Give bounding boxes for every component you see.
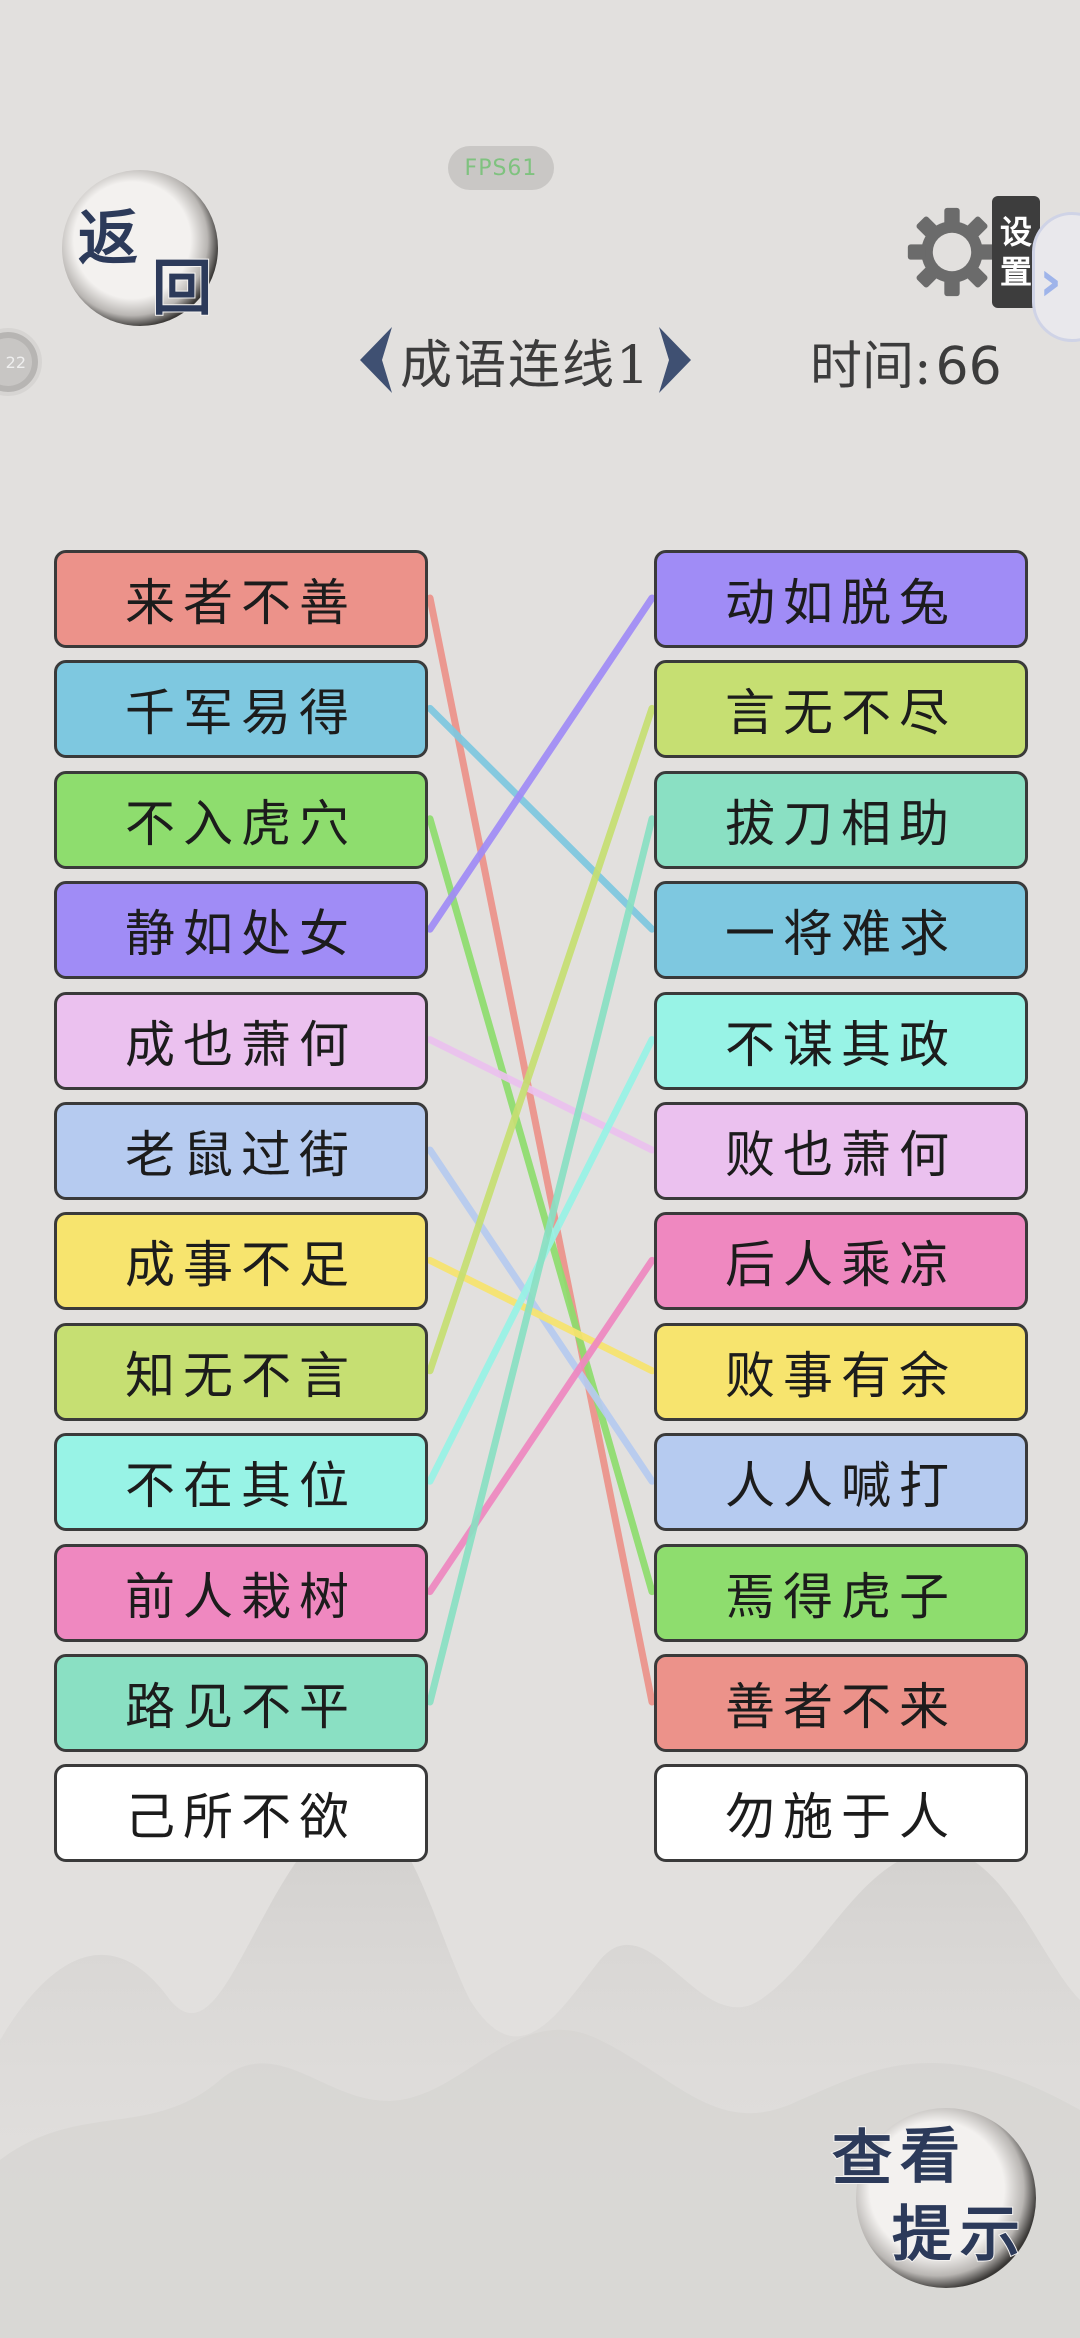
right-word-card[interactable]: 善者不来 — [654, 1654, 1028, 1752]
hint-char-1: 查 — [831, 2123, 893, 2195]
timer-value: 66 — [935, 337, 1002, 397]
hint-char-3: 提 — [891, 2199, 953, 2271]
left-word-card[interactable]: 老鼠过街 — [54, 1102, 428, 1200]
fps-indicator: FPS61 — [448, 146, 554, 190]
settings-char-1: 设 — [999, 213, 1032, 251]
left-word-card[interactable]: 己所不欲 — [54, 1764, 428, 1863]
right-word-card[interactable]: 后人乘凉 — [654, 1212, 1028, 1311]
connection-line — [426, 594, 656, 1706]
settings-char-2: 置 — [999, 253, 1032, 291]
hint-char-4: 示 — [959, 2199, 1021, 2271]
level-title-bar: 成语连线1 — [356, 318, 695, 402]
right-word-card[interactable]: 不谋其政 — [654, 991, 1028, 1090]
connection-line — [426, 815, 656, 1596]
ink-circle-icon — [856, 2108, 1036, 2288]
right-word-card[interactable]: 败也萧何 — [654, 1102, 1028, 1200]
back-button-char-1: 返 — [77, 203, 139, 275]
connection-line — [426, 815, 656, 1706]
connection-line — [426, 704, 656, 1375]
left-word-card[interactable]: 不入虎穴 — [54, 770, 428, 869]
left-word-card[interactable]: 来者不善 — [54, 550, 428, 648]
connection-line — [426, 594, 656, 933]
left-word-card[interactable]: 成事不足 — [54, 1212, 428, 1311]
left-word-card[interactable]: 前人栽树 — [54, 1543, 428, 1642]
left-word-card[interactable]: 千军易得 — [54, 660, 428, 759]
right-word-card[interactable]: 勿施于人 — [654, 1764, 1028, 1863]
right-word-card[interactable]: 一将难求 — [654, 881, 1028, 980]
back-button-char-2: 回 — [151, 253, 213, 325]
chevron-right-icon: › — [1039, 249, 1063, 314]
ink-circle-icon — [62, 170, 218, 326]
gear-icon — [907, 207, 997, 297]
connection-line — [426, 1036, 656, 1485]
left-word-card[interactable]: 不在其位 — [54, 1433, 428, 1532]
chevron-left-icon — [360, 327, 392, 393]
hint-button[interactable]: 查 看 提 示 — [820, 2090, 1040, 2290]
right-word-card[interactable]: 动如脱兔 — [654, 550, 1028, 648]
timer: 时间: 66 — [810, 324, 1002, 399]
timer-label: 时间: — [810, 337, 932, 397]
hint-char-2: 看 — [899, 2121, 961, 2193]
right-word-card[interactable]: 人人喊打 — [654, 1433, 1028, 1532]
settings-button[interactable]: 设 置 — [904, 196, 1044, 308]
left-word-card[interactable]: 静如处女 — [54, 881, 428, 980]
right-word-card[interactable]: 言无不尽 — [654, 660, 1028, 759]
connection-line — [426, 1146, 656, 1485]
chevron-right-icon — [659, 327, 692, 393]
right-word-card[interactable]: 败事有余 — [654, 1322, 1028, 1421]
connection-line — [426, 1256, 656, 1375]
left-word-card[interactable]: 路见不平 — [54, 1654, 428, 1752]
left-word-card[interactable]: 知无不言 — [54, 1322, 428, 1421]
level-title: 成语连线1 — [400, 335, 652, 396]
connection-line — [426, 1256, 656, 1596]
left-word-card[interactable]: 成也萧何 — [54, 991, 428, 1090]
right-word-card[interactable]: 焉得虎子 — [654, 1543, 1028, 1642]
connection-line — [426, 1036, 656, 1154]
side-menu-left-badge[interactable]: 22 — [0, 328, 42, 396]
next-level-button[interactable] — [655, 318, 695, 402]
side-menu-right[interactable]: › — [1032, 212, 1080, 342]
right-word-card[interactable]: 拔刀相助 — [654, 770, 1028, 869]
mountain-background — [0, 1810, 1080, 2338]
back-button[interactable]: 返 回 — [56, 160, 226, 330]
prev-level-button[interactable] — [356, 318, 396, 402]
connection-line — [426, 704, 656, 933]
